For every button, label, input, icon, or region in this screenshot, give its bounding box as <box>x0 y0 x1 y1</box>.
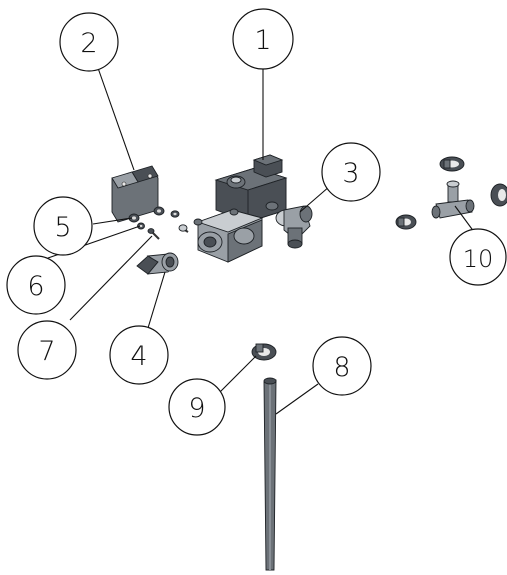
callout-3: 3 <box>321 142 381 202</box>
part-solenoid-valve <box>193 154 288 263</box>
part-hose-clamp-small <box>251 343 277 361</box>
callout-label: 5 <box>54 212 71 243</box>
part-mounting-bracket <box>111 165 159 223</box>
callout-label: 1 <box>254 25 271 56</box>
callout-label: 3 <box>342 158 359 189</box>
callout-2: 2 <box>59 12 119 72</box>
part-hose-clamp <box>395 214 417 230</box>
callout-label: 8 <box>333 352 350 383</box>
callout-7: 7 <box>17 320 77 380</box>
part-hose-clamp <box>439 156 465 172</box>
part-hose-barb <box>136 252 179 275</box>
part-tube <box>263 377 277 571</box>
part-washer <box>128 206 180 223</box>
callout-1: 1 <box>232 8 294 70</box>
callout-9: 9 <box>168 378 226 436</box>
callout-label: 2 <box>80 28 97 59</box>
callout-label: 6 <box>27 271 44 302</box>
callout-10: 10 <box>449 228 507 286</box>
part-elbow-fitting <box>275 205 313 249</box>
part-nut <box>137 222 145 230</box>
callout-6: 6 <box>6 255 66 315</box>
part-tee-fitting <box>431 180 475 219</box>
callout-8: 8 <box>312 336 372 396</box>
callout-label: 10 <box>463 245 494 273</box>
callout-label: 9 <box>188 393 205 424</box>
part-hose-clamp <box>490 183 507 207</box>
part-screw <box>147 224 189 240</box>
callout-5: 5 <box>33 196 93 256</box>
callout-4: 4 <box>109 325 169 385</box>
callout-label: 7 <box>38 336 55 367</box>
callout-label: 4 <box>130 341 147 372</box>
